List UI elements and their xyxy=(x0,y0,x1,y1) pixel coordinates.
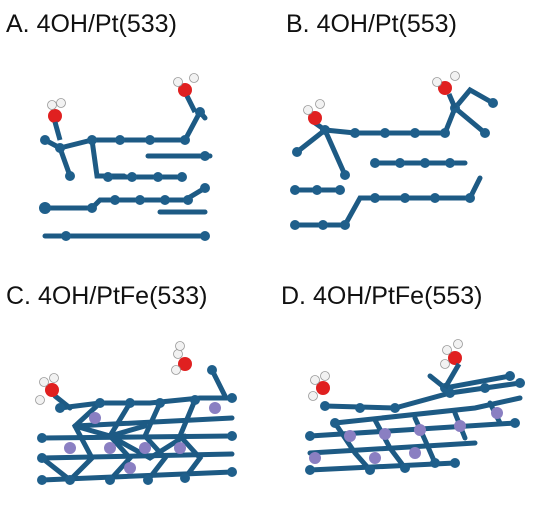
panel-c-label: C. 4OH/PtFe(533) xyxy=(6,282,208,310)
hydroxyl-c2 xyxy=(171,341,192,375)
hydroxyl-a1 xyxy=(47,98,66,141)
hydroxyl-a2 xyxy=(173,73,199,114)
hydroxyl-d2 xyxy=(440,339,463,390)
panel-d-label: D. 4OH/PtFe(553) xyxy=(281,282,483,310)
panel-a-label: A. 4OH/Pt(533) xyxy=(6,10,177,38)
hydroxyl-b2 xyxy=(432,71,460,109)
panel-a-structure xyxy=(39,73,213,241)
hydroxyl-d1 xyxy=(308,371,330,401)
panel-c-structure xyxy=(35,341,237,485)
panel-d-structure xyxy=(305,339,525,475)
hydroxyl-c1 xyxy=(35,373,59,405)
panel-b-label: B. 4OH/Pt(553) xyxy=(286,10,457,38)
hydroxyl-b1 xyxy=(303,99,325,125)
panel-b-structure xyxy=(290,71,498,230)
